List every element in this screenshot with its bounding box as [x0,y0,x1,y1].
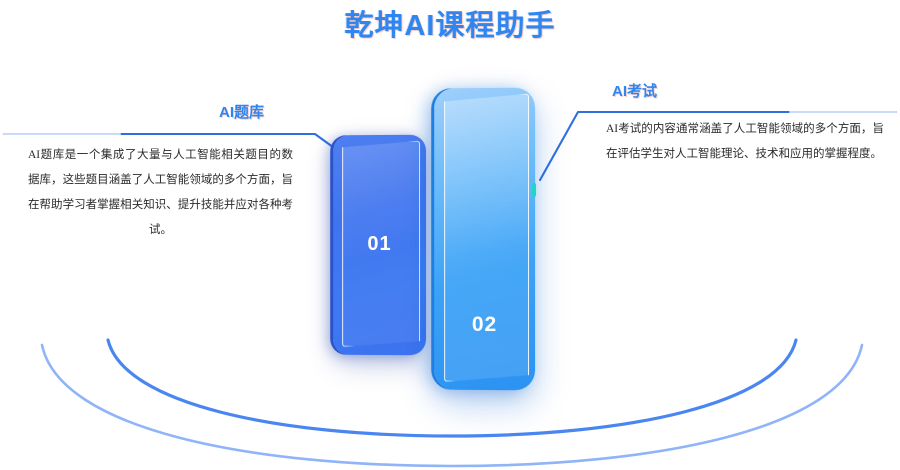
page-title: 乾坤AI课程助手 [0,2,900,44]
callout-label-left: AI题库 [219,101,264,122]
card-02-accent-indicator [532,183,536,197]
callout-body-right: AI考试的内容通常涵盖了人工智能领域的多个方面，旨在评估学生对人工智能理论、技术… [606,117,884,167]
callout-label-right: AI考试 [612,80,657,101]
card-01-number: 01 [333,233,426,256]
phone-card-01[interactable]: 01 [333,135,426,356]
callout-body-left: AI题库是一个集成了大量与人工智能相关题目的数据库，这些题目涵盖了人工智能领域的… [28,143,293,243]
phone-card-02[interactable]: 02 [434,88,535,391]
card-02-number: 02 [434,313,535,337]
card-02-screen [444,94,529,383]
